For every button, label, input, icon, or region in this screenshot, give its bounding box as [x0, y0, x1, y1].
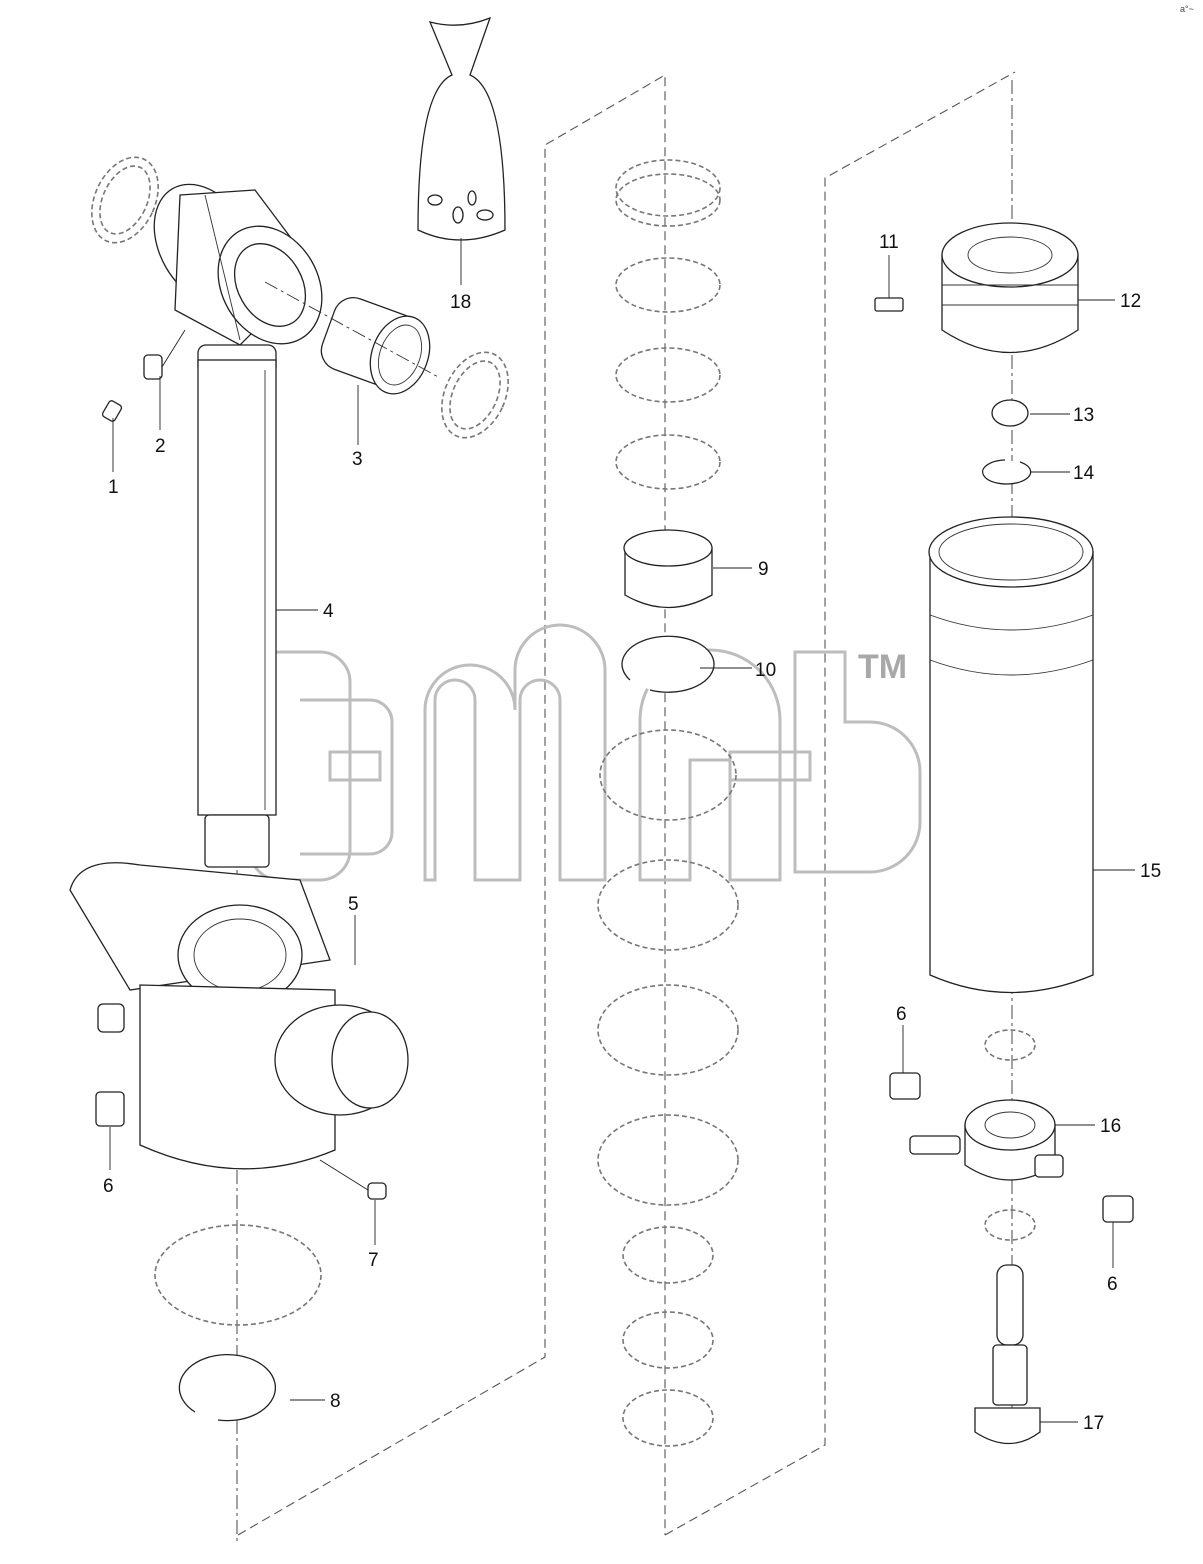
callout-9: 9 — [758, 559, 769, 580]
callout-18: 18 — [450, 292, 471, 313]
part-oring-lower-right — [984, 1209, 1036, 1241]
packing-rings-upper — [615, 159, 721, 490]
callout-1: 1 — [108, 477, 119, 498]
part-snap-ring-14 — [982, 459, 1032, 485]
packing-rings-lower — [597, 729, 739, 1447]
part-sleeve-9 — [623, 529, 713, 609]
part-valve-block-16 — [909, 1099, 1064, 1181]
part-oring-base — [154, 1224, 322, 1326]
watermark-tm: TM — [858, 648, 907, 686]
callout-6-lower-right: 6 — [1107, 1274, 1118, 1295]
part-snap-ring-10 — [621, 635, 715, 693]
part-rod-tube — [197, 344, 277, 1545]
part-bolt-7 — [319, 1159, 387, 1200]
part-oring-upper-right — [984, 1029, 1036, 1061]
part-rod-eye — [153, 183, 323, 346]
callout-2: 2 — [155, 436, 166, 457]
callout-13: 13 — [1073, 405, 1094, 426]
callout-14: 14 — [1073, 463, 1095, 484]
part-nut-13 — [991, 399, 1029, 427]
callout-11: 11 — [879, 232, 899, 253]
part-piston-12 — [941, 222, 1079, 354]
callout-5: 5 — [348, 894, 359, 915]
part-cylinder-barrel-15 — [928, 516, 1094, 994]
leader-lines — [109, 238, 1135, 1423]
part-bushing — [264, 281, 441, 395]
part-hose-fitting-17 — [974, 1264, 1041, 1445]
callout-8: 8 — [330, 1391, 341, 1412]
callout-15: 15 — [1140, 861, 1161, 882]
callout-7: 7 — [368, 1250, 379, 1271]
callout-10: 10 — [755, 660, 776, 681]
part-protective-cap-18 — [417, 16, 506, 241]
section-frames — [237, 71, 1016, 1536]
part-nut-fittings-right — [889, 1072, 1134, 1223]
watermark-logo: TM — [248, 623, 922, 882]
callout-4: 4 — [323, 601, 334, 622]
callout-3: 3 — [352, 449, 363, 470]
part-cylinder-base — [69, 862, 409, 1170]
callout-12: 12 — [1120, 291, 1141, 312]
part-seal-ring-top-left — [91, 156, 159, 244]
part-pin-11 — [874, 297, 904, 312]
corner-mark: a°~ — [1180, 4, 1194, 14]
callout-labels: 1 2 3 4 5 6 7 8 9 10 11 12 13 14 15 6 16… — [103, 232, 1161, 1434]
part-snap-ring-8 — [178, 1353, 277, 1422]
callout-6-upper-right: 6 — [896, 1004, 907, 1025]
part-grease-fittings-left — [101, 329, 186, 422]
callout-6-left: 6 — [103, 1176, 114, 1197]
callout-17: 17 — [1083, 1413, 1104, 1434]
part-seal-ring-right-of-bushing — [441, 351, 509, 439]
callout-16: 16 — [1100, 1116, 1121, 1137]
